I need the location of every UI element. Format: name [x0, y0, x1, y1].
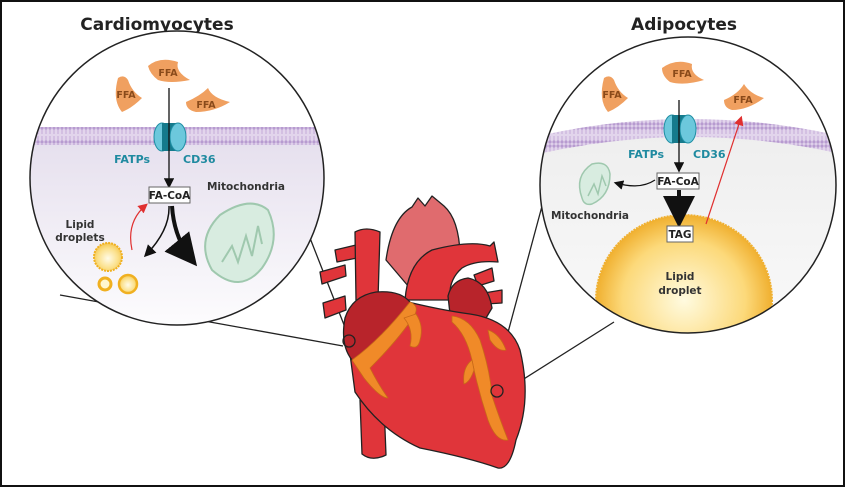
svg-text:FFA: FFA	[196, 100, 216, 111]
fatps-label: FATPs	[114, 153, 150, 166]
cardiomyocyte-panel: Cardiomyocytes FFA FFA FFA FATPs CD36	[29, 15, 325, 326]
heart-illustration	[319, 195, 526, 469]
transporter-channel	[153, 122, 187, 152]
pulmonary-vein	[334, 244, 358, 263]
oxidation-arrow	[164, 205, 198, 267]
zoom-marker-cardiomyocytes	[342, 334, 356, 348]
cd36-label: CD36	[693, 148, 726, 161]
fatps-label: FATPs	[628, 148, 664, 161]
fa-coa-box	[656, 172, 700, 190]
svg-text:FFA: FFA	[158, 68, 178, 79]
fa-coa-label: FA-CoA	[149, 190, 191, 202]
panel-title-adipocytes: Adipocytes	[631, 15, 737, 35]
ffa-molecule: FFA	[148, 59, 190, 82]
aorta	[404, 241, 499, 301]
lipid-droplets-label-line2: droplets	[55, 232, 104, 244]
ffa-molecule: FFA	[601, 76, 628, 112]
svg-text:FFA: FFA	[602, 90, 622, 101]
lipid-droplets-label-line1: Lipid	[66, 219, 95, 231]
transporter-channel	[663, 114, 697, 144]
ffa-molecule: FFA	[115, 76, 142, 112]
fa-coa-label: FA-CoA	[657, 176, 699, 188]
magnifier-circle	[29, 30, 325, 326]
oxidation-arrow	[613, 179, 656, 190]
adipocyte-panel: Adipocytes FFA FFA FFA FATPs CD36	[539, 15, 837, 334]
magnifier-circle	[539, 36, 837, 334]
ffa-molecule: FFA	[662, 61, 704, 84]
panel-title-cardiomyocytes: Cardiomyocytes	[80, 15, 233, 35]
ffa-molecule: FFA	[186, 88, 230, 112]
svg-text:FFA: FFA	[672, 69, 692, 80]
lipid-droplet-label-line2: droplet	[658, 285, 701, 297]
mitochondria-label: Mitochondria	[551, 210, 629, 222]
left-atrium	[447, 277, 493, 319]
lipid-droplet-label-line1: Lipid	[666, 271, 695, 283]
pulmonary-vein	[322, 295, 347, 319]
cd36-label: CD36	[183, 153, 216, 166]
coronary-arteries	[351, 301, 509, 441]
pulmonary-vein	[319, 264, 347, 285]
storage-arrow	[143, 205, 170, 258]
svg-text:FFA: FFA	[733, 95, 753, 106]
lipolysis-arrow	[130, 203, 148, 251]
mitochondrion	[204, 202, 275, 283]
zoom-marker-adipocytes	[490, 384, 504, 398]
lipolysis-release-arrow	[705, 115, 744, 225]
superior-vena-cava	[354, 228, 381, 301]
mitochondrion	[578, 162, 611, 206]
mitochondria-label: Mitochondria	[207, 181, 285, 193]
ffa-molecule: FFA	[724, 84, 764, 110]
cell-membrane	[540, 119, 836, 156]
tag-box	[666, 225, 694, 243]
svg-text:FFA: FFA	[116, 90, 136, 101]
tag-label: TAG	[668, 229, 691, 241]
fa-coa-box	[148, 186, 191, 204]
lipid-droplets	[93, 242, 139, 295]
